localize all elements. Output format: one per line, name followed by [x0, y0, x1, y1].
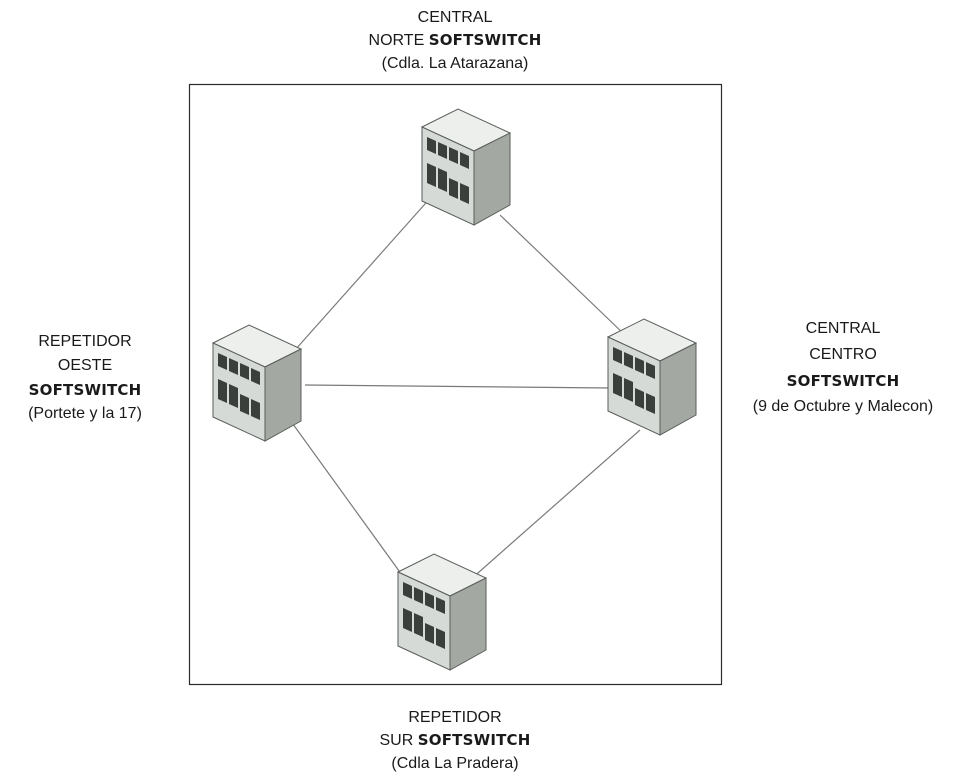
norte-line1: CENTRAL: [417, 9, 493, 26]
link-centro-sur: [469, 429, 641, 581]
norte-building-icon: [421, 108, 511, 226]
oeste-building-icon: [212, 324, 302, 442]
links-group: [289, 194, 641, 581]
norte-location: (Cdla. La Atarazana): [381, 55, 529, 72]
oeste-location: (Portete y la 17): [28, 405, 142, 422]
sur-label: REPETIDOR SUR SOFTSWITCH (Cdla La Prader…: [355, 706, 555, 775]
norte-line2: NORTE SOFTSWITCH: [355, 29, 555, 52]
norte-label: CENTRAL NORTE SOFTSWITCH (Cdla. La Atara…: [355, 6, 555, 75]
sur-softswitch: SOFTSWITCH: [417, 731, 531, 749]
link-norte-centro: [499, 214, 626, 336]
oeste-label: REPETIDOR OESTE SOFTSWITCH (Portete y la…: [0, 330, 170, 426]
sur-location: (Cdla La Pradera): [391, 755, 519, 772]
centro-location: (9 de Octubre y Malecon): [752, 398, 934, 415]
centro-softswitch: SOFTSWITCH: [786, 372, 900, 390]
sur-building-icon: [397, 553, 487, 671]
sur-line2-prefix: SUR: [379, 732, 418, 749]
centro-building-icon: [607, 318, 697, 436]
oeste-line1: REPETIDOR: [38, 333, 132, 350]
network-frame: [188, 83, 723, 686]
centro-label: CENTRAL CENTRO SOFTSWITCH (9 de Octubre …: [728, 316, 958, 420]
link-oeste-sur: [289, 419, 403, 576]
oeste-softswitch: SOFTSWITCH: [28, 381, 142, 399]
norte-softswitch: SOFTSWITCH: [428, 31, 542, 49]
link-oeste-centro: [304, 384, 611, 389]
centro-line2: CENTRO: [809, 346, 877, 363]
norte-line2-prefix: NORTE: [368, 32, 429, 49]
oeste-line2: OESTE: [57, 357, 113, 374]
link-norte-oeste: [294, 194, 434, 351]
sur-line2: SUR SOFTSWITCH: [355, 729, 555, 752]
sur-line1: REPETIDOR: [408, 709, 502, 726]
centro-line1: CENTRAL: [805, 320, 881, 337]
